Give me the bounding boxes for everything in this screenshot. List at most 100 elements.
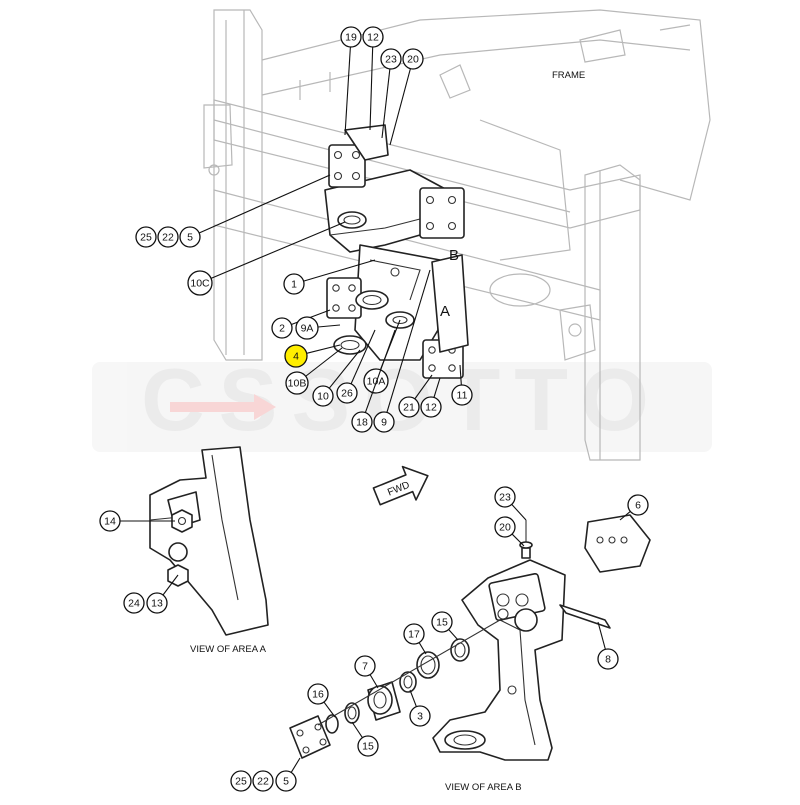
callout-leader-line <box>317 324 341 328</box>
callout-leader-line <box>303 259 376 282</box>
callout-c12-top[interactable]: 12 <box>362 26 384 48</box>
callout-c1[interactable]: 1 <box>283 273 305 295</box>
callout-bubble <box>363 368 389 394</box>
callout-c10a[interactable]: 10A <box>363 368 389 394</box>
callout-c25-a[interactable]: 25 <box>135 226 157 248</box>
callout-c15-a[interactable]: 15 <box>431 611 453 633</box>
callout-c25-b[interactable]: 25 <box>230 770 252 792</box>
callout-leader-line <box>433 377 441 398</box>
callout-bubble <box>431 611 453 633</box>
callout-number: 24 <box>128 598 140 610</box>
callout-number: 23 <box>385 54 397 66</box>
callout-leader-line <box>389 68 411 146</box>
callout-bubble <box>123 592 145 614</box>
callout-number: 4 <box>293 351 299 363</box>
callout-bubble <box>230 770 252 792</box>
callout-bubble <box>451 384 473 406</box>
callout-number: 9A <box>301 323 314 335</box>
callout-number: 20 <box>407 54 419 66</box>
callout-leader-line <box>290 757 301 773</box>
callout-leader-line <box>364 329 396 413</box>
callout-bubble <box>284 344 308 368</box>
callout-number: 26 <box>341 388 353 400</box>
callout-number: 12 <box>425 402 437 414</box>
callout-number: 11 <box>457 390 468 402</box>
callout-c10c[interactable]: 10C <box>187 270 213 296</box>
callout-number: 5 <box>283 776 289 788</box>
callout-c11[interactable]: 11 <box>451 384 473 406</box>
fwd-arrow: FWD <box>372 465 429 506</box>
callout-number: 19 <box>345 32 357 44</box>
callout-number: 22 <box>162 232 174 244</box>
callout-bubble <box>409 705 431 727</box>
callout-c18[interactable]: 18 <box>351 411 373 433</box>
callout-leader-line <box>369 674 379 689</box>
callout-c6[interactable]: 6 <box>627 494 649 516</box>
callout-bubble <box>135 226 157 248</box>
callout-bubble <box>340 26 362 48</box>
callout-bubble <box>307 683 329 705</box>
callout-leader-line <box>350 329 376 385</box>
callout-c10b[interactable]: 10B <box>285 371 309 395</box>
callout-bubble <box>283 273 305 295</box>
callout-bubble <box>402 48 424 70</box>
callout-c7[interactable]: 7 <box>354 655 376 677</box>
callout-c26[interactable]: 26 <box>336 382 358 404</box>
callout-c13[interactable]: 13 <box>146 592 168 614</box>
callout-c12-bottom[interactable]: 12 <box>420 396 442 418</box>
callout-number: 25 <box>140 232 152 244</box>
watermark-text: CSSOTTO <box>141 350 663 449</box>
view-area-b-caption: VIEW OF AREA B <box>445 782 522 793</box>
callout-bubble <box>354 655 376 677</box>
callout-c24[interactable]: 24 <box>123 592 145 614</box>
callout-c23-b[interactable]: 23 <box>494 486 516 508</box>
frame-structure <box>203 9 711 461</box>
callout-c5-b[interactable]: 5 <box>275 770 297 792</box>
callout-bubble <box>312 385 334 407</box>
callout-leader-line <box>459 364 462 386</box>
watermark: CSSOTTO <box>92 350 712 452</box>
callout-c20-b[interactable]: 20 <box>494 516 516 538</box>
callout-c2[interactable]: 2 <box>271 317 293 339</box>
callout-number: 7 <box>362 661 368 673</box>
callout-c22-a[interactable]: 22 <box>157 226 179 248</box>
callout-c16[interactable]: 16 <box>307 683 329 705</box>
callout-number: 14 <box>104 516 116 528</box>
callout-bubble <box>597 648 619 670</box>
callout-number: 15 <box>436 617 448 629</box>
callout-number: 2 <box>279 323 285 335</box>
callout-c22-b[interactable]: 22 <box>252 770 274 792</box>
callout-bubble <box>271 317 293 339</box>
callout-number: 10B <box>288 378 307 390</box>
callout-c5-a[interactable]: 5 <box>179 226 201 248</box>
callout-c4[interactable]: 4 <box>284 344 308 368</box>
callout-c17[interactable]: 17 <box>403 623 425 645</box>
callout-c3[interactable]: 3 <box>409 705 431 727</box>
callout-c19[interactable]: 19 <box>340 26 362 48</box>
callout-number: 5 <box>187 232 193 244</box>
callout-bubble <box>285 371 309 395</box>
callout-number: 13 <box>151 598 163 610</box>
callout-c9[interactable]: 9 <box>373 411 395 433</box>
callout-leader-line <box>369 46 374 131</box>
callout-c20-top[interactable]: 20 <box>402 48 424 70</box>
callout-c15-b[interactable]: 15 <box>357 735 379 757</box>
callout-number: 9 <box>381 417 387 429</box>
callout-leader-line <box>306 344 341 354</box>
callout-bubble <box>295 316 319 340</box>
callout-c8[interactable]: 8 <box>597 648 619 670</box>
callout-c14[interactable]: 14 <box>99 510 121 532</box>
callout-c10[interactable]: 10 <box>312 385 334 407</box>
callout-bubble <box>494 516 516 538</box>
callout-bubble <box>146 592 168 614</box>
callout-c9a[interactable]: 9A <box>295 316 319 340</box>
callout-bubble <box>398 396 420 418</box>
callout-leader-line <box>351 721 363 738</box>
callout-c23-top[interactable]: 23 <box>380 48 402 70</box>
callout-leader-line <box>386 269 431 413</box>
callout-c21[interactable]: 21 <box>398 396 420 418</box>
callout-number: 22 <box>257 776 269 788</box>
